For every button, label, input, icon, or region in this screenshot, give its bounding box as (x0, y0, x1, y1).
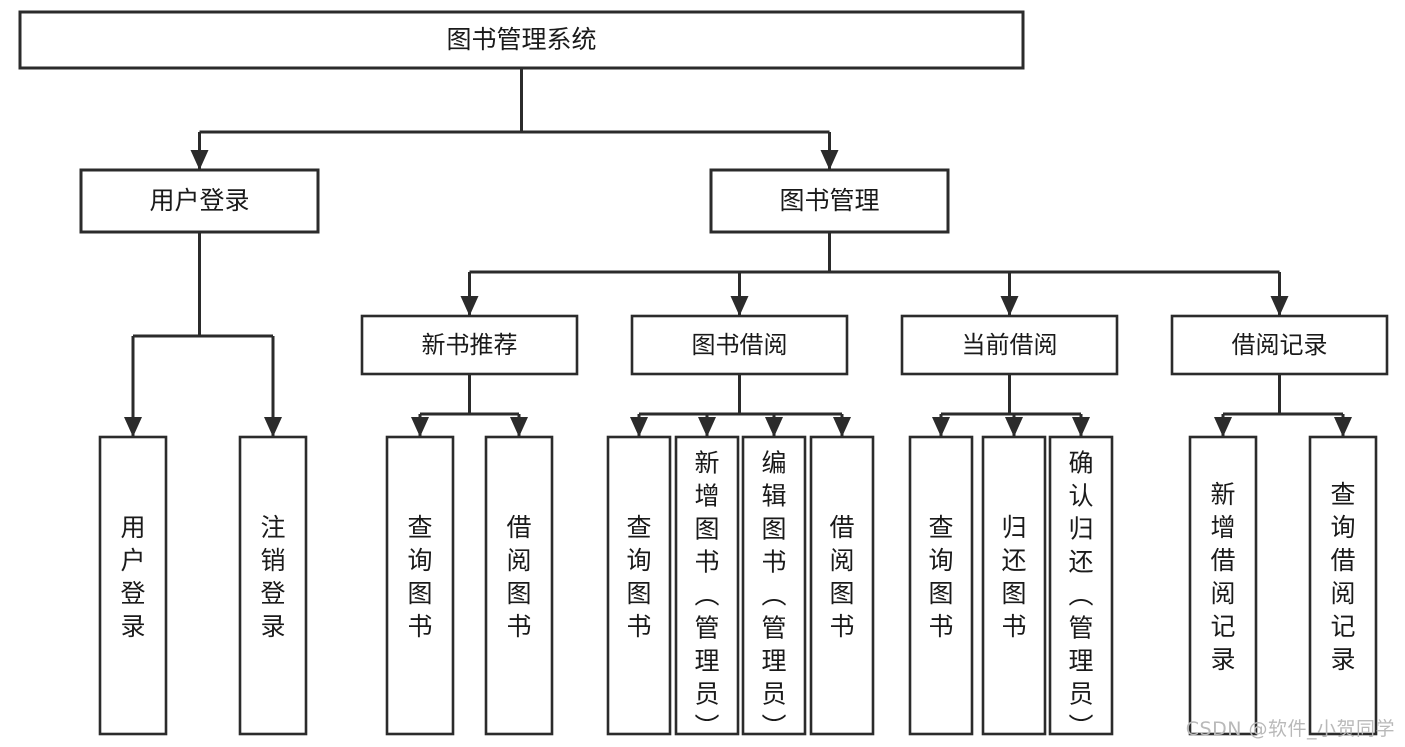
connector-layer (124, 68, 1352, 437)
node-图书管理[interactable]: 图书管理 (709, 168, 950, 234)
arrow-head (1000, 296, 1019, 316)
node-label: 借阅记录 (1232, 331, 1328, 359)
node-box (79, 168, 320, 234)
node-label: 查询借阅记录 (1330, 480, 1355, 674)
node-box (900, 314, 1119, 376)
arrow-head (765, 417, 783, 437)
node-box (1308, 435, 1378, 736)
node-label: 借阅图书 (829, 513, 854, 641)
node-用户登录[interactable]: 用户登录 (79, 168, 320, 234)
node-新增借阅记录-leaf[interactable]: 新增借阅记录 (1188, 435, 1258, 736)
node-box (98, 435, 168, 736)
arrow-head (1005, 417, 1023, 437)
arrow-head (833, 417, 851, 437)
node-label: 查询图书 (928, 513, 953, 641)
arrow-head (1270, 296, 1289, 316)
arrow-head (698, 417, 716, 437)
node-box (908, 435, 974, 736)
node-label: 当前借阅 (962, 331, 1058, 359)
node-label: 注销登录 (260, 513, 285, 641)
node-box (1188, 435, 1258, 736)
node-新书推荐[interactable]: 新书推荐 (360, 314, 579, 376)
node-box (238, 435, 308, 736)
node-box (741, 435, 807, 736)
arrow-head (411, 417, 429, 437)
node-借阅记录[interactable]: 借阅记录 (1170, 314, 1389, 376)
node-label: 查询图书 (626, 513, 651, 641)
node-layer: 图书管理系统用户登录图书管理新书推荐图书借阅当前借阅借阅记录用户登录注销登录查询… (18, 10, 1389, 742)
node-图书管理系统[interactable]: 图书管理系统 (18, 10, 1025, 70)
node-label: 用户登录 (149, 186, 249, 215)
node-label: 编辑图书︵管理员︶ (761, 449, 786, 742)
node-label: 新书推荐 (422, 331, 518, 359)
node-box (18, 10, 1025, 70)
arrow-head (264, 417, 282, 437)
node-确认归还管理员-leaf[interactable]: 确认归还︵管理员︶ (1048, 435, 1114, 742)
node-图书借阅[interactable]: 图书借阅 (630, 314, 849, 376)
node-借阅图书-leaf[interactable]: 借阅图书 (809, 435, 875, 736)
node-label: 新增图书︵管理员︶ (694, 449, 719, 742)
arrow-head (124, 417, 142, 437)
arrow-head (190, 150, 209, 170)
node-归还图书-leaf[interactable]: 归还图书 (981, 435, 1047, 736)
node-label: 查询图书 (407, 513, 432, 641)
arrow-head (460, 296, 479, 316)
watermark-credit: CSDN @软件_小贺同学 (1185, 718, 1395, 740)
node-box (809, 435, 875, 736)
node-box (360, 314, 579, 376)
node-box (981, 435, 1047, 736)
node-label: 借阅图书 (506, 513, 531, 641)
node-box (1170, 314, 1389, 376)
node-label: 用户登录 (120, 513, 145, 641)
arrow-head (730, 296, 749, 316)
node-label: 图书管理 (779, 186, 879, 215)
node-box (709, 168, 950, 234)
arrow-head (1214, 417, 1232, 437)
node-box (484, 435, 554, 736)
node-label: 图书借阅 (692, 331, 788, 359)
node-label: 新增借阅记录 (1210, 480, 1235, 674)
node-label: 确认归还︵管理员︶ (1068, 449, 1093, 742)
node-box (1048, 435, 1114, 736)
node-用户登录-leaf[interactable]: 用户登录 (98, 435, 168, 736)
arrow-head (1072, 417, 1090, 437)
node-label: 图书管理系统 (446, 25, 596, 54)
node-label: 归还图书 (1001, 513, 1026, 641)
arrow-head (510, 417, 528, 437)
node-借阅图书-leaf[interactable]: 借阅图书 (484, 435, 554, 736)
arrow-head (1334, 417, 1352, 437)
node-查询借阅记录-leaf[interactable]: 查询借阅记录 (1308, 435, 1378, 736)
node-查询图书-leaf[interactable]: 查询图书 (385, 435, 455, 736)
node-box (606, 435, 672, 736)
node-编辑图书管理员-leaf[interactable]: 编辑图书︵管理员︶ (741, 435, 807, 742)
node-注销登录-leaf[interactable]: 注销登录 (238, 435, 308, 736)
node-查询图书-leaf[interactable]: 查询图书 (606, 435, 672, 736)
node-当前借阅[interactable]: 当前借阅 (900, 314, 1119, 376)
node-box (674, 435, 740, 736)
node-查询图书-leaf[interactable]: 查询图书 (908, 435, 974, 736)
arrow-head (630, 417, 648, 437)
arrow-head (932, 417, 950, 437)
node-新增图书管理员-leaf[interactable]: 新增图书︵管理员︶ (674, 435, 740, 742)
arrow-head (820, 150, 839, 170)
node-box (385, 435, 455, 736)
node-box (630, 314, 849, 376)
